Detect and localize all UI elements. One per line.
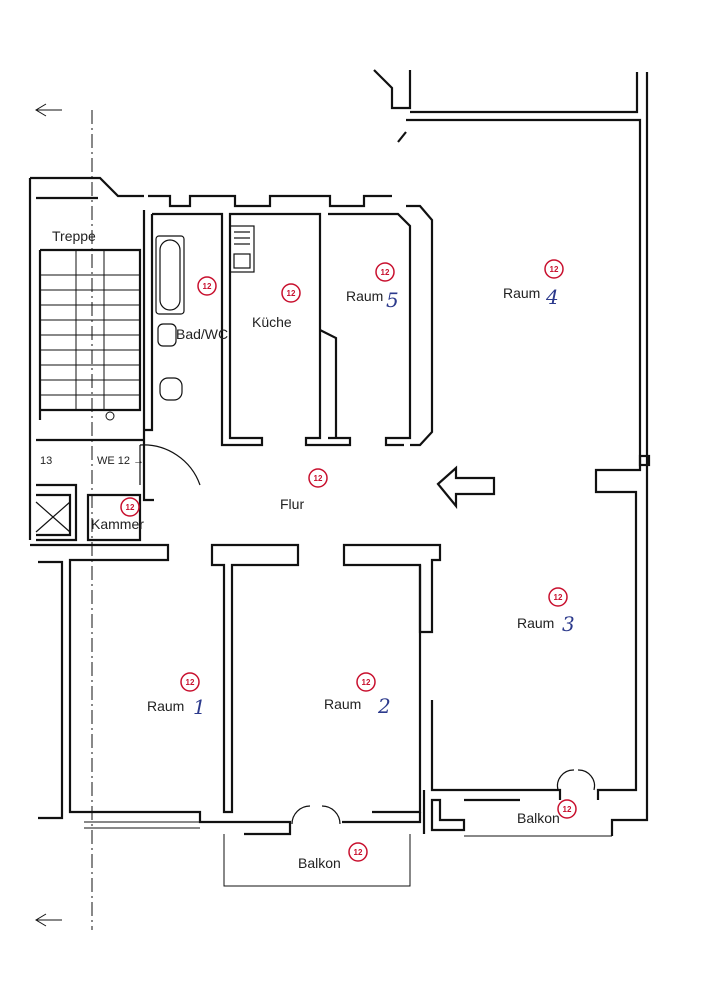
badge: 12 (197, 276, 217, 296)
label-flur: Flur (280, 496, 304, 512)
badge: 12 (281, 283, 301, 303)
badge: 12 (375, 262, 395, 282)
label-raum-1-number: 1 (193, 695, 206, 719)
svg-text:12: 12 (563, 805, 572, 814)
svg-text:12: 12 (287, 289, 296, 298)
fixtures (35, 225, 596, 825)
svg-text:12: 12 (381, 268, 390, 277)
svg-text:12: 12 (354, 848, 363, 857)
room-labels: Treppe Bad/WC Küche Raum 5 Raum 4 Flur K… (40, 228, 575, 871)
badge: 12 (308, 468, 328, 488)
label-raum-2-number: 2 (377, 694, 391, 718)
label-kammer: Kammer (91, 516, 144, 532)
badge: 12 (120, 497, 140, 517)
label-kueche: Küche (252, 314, 292, 330)
walls (28, 69, 651, 887)
label-raum-3-number: 3 (562, 612, 575, 636)
svg-text:12: 12 (554, 593, 563, 602)
label-balkon-right: Balkon (517, 810, 560, 826)
svg-text:12: 12 (126, 503, 135, 512)
badge: 12 (356, 672, 376, 692)
stair-treads (40, 250, 140, 410)
badge: 12 (544, 259, 564, 279)
label-raum-2: Raum (324, 696, 361, 712)
svg-text:12: 12 (203, 282, 212, 291)
label-treppe: Treppe (52, 228, 96, 244)
balkon-door-left (291, 805, 341, 825)
toilet-icon (159, 377, 183, 401)
svg-text:12: 12 (550, 265, 559, 274)
badge: 12 (557, 799, 577, 819)
label-raum-4: Raum (503, 285, 540, 301)
svg-text:12: 12 (362, 678, 371, 687)
label-raum-4-number: 4 (545, 285, 559, 309)
stove-icon (229, 225, 255, 273)
svg-text:12: 12 (314, 474, 323, 483)
label-bad-wc: Bad/WC (176, 326, 228, 342)
badge: 12 (548, 587, 568, 607)
badge: 12 (180, 672, 200, 692)
label-raum-5: Raum (346, 288, 383, 304)
bathtub-icon (155, 235, 185, 315)
label-raum-5-number: 5 (386, 288, 399, 312)
label-unit-13: 13 (40, 455, 52, 467)
sink-icon (157, 323, 177, 347)
svg-text:12: 12 (186, 678, 195, 687)
unit-badges: 12 12 12 12 12 12 12 12 12 12 12 (120, 259, 577, 862)
balkon-door-right (556, 769, 596, 791)
label-balkon-bottom: Balkon (298, 855, 341, 871)
label-unit-we12: WE 12 → (97, 455, 144, 467)
section-line (35, 103, 115, 930)
badge: 12 (348, 842, 368, 862)
label-raum-3: Raum (517, 615, 554, 631)
label-raum-1: Raum (147, 698, 184, 714)
door-swing (139, 444, 201, 486)
